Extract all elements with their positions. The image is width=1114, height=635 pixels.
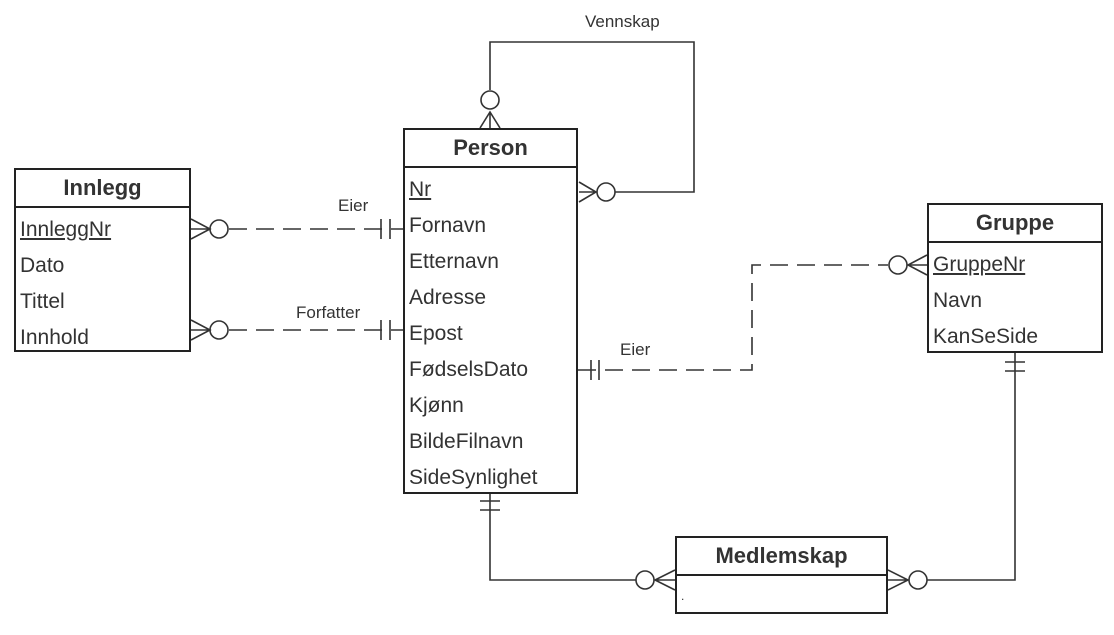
attribute-primary-key: InnleggNr bbox=[20, 218, 112, 241]
vennskap-line bbox=[489, 41, 695, 193]
attribute: Fornavn bbox=[409, 214, 487, 237]
entity-person[interactable]: Person Nr Fornavn Etternavn Adresse Epos… bbox=[403, 128, 578, 494]
attribute: SideSynlighet bbox=[409, 466, 538, 489]
person-medlemskap-bars bbox=[480, 500, 500, 511]
attribute: KanSeSide bbox=[933, 325, 1039, 348]
entity-title: Person bbox=[405, 130, 576, 168]
person-medlemskap-circle bbox=[635, 570, 655, 590]
gruppe-medlemskap-line bbox=[927, 353, 1016, 581]
attribute: Adresse bbox=[409, 286, 487, 309]
forfatter-crowsfoot bbox=[190, 319, 212, 341]
attribute-list: InnleggNr Dato Tittel Innhold bbox=[16, 208, 189, 360]
gruppe-eier-bars bbox=[590, 360, 600, 380]
attribute: FødselsDato bbox=[409, 358, 529, 381]
vennskap-crowsfoot-top bbox=[479, 110, 501, 129]
vennskap-circle-top bbox=[480, 90, 500, 110]
innlegg-eier-crowsfoot bbox=[190, 218, 212, 240]
attribute-primary-key: Nr bbox=[409, 178, 432, 201]
forfatter-bars bbox=[380, 320, 391, 340]
attribute-placeholder: . bbox=[681, 589, 685, 603]
entity-innlegg[interactable]: Innlegg InnleggNr Dato Tittel Innhold bbox=[14, 168, 191, 352]
gruppe-eier-label: Eier bbox=[620, 340, 651, 359]
innlegg-eier-bars bbox=[380, 219, 391, 239]
innlegg-eier-circle bbox=[209, 219, 229, 239]
vennskap-label: Vennskap bbox=[585, 12, 660, 31]
entity-title: Innlegg bbox=[16, 170, 189, 208]
gruppe-eier-crowsfoot bbox=[906, 254, 928, 276]
attribute: BildeFilnavn bbox=[409, 430, 524, 453]
gruppe-eier-circle bbox=[888, 255, 908, 275]
gruppe-eier-line bbox=[578, 264, 888, 371]
entity-title: Medlemskap bbox=[677, 538, 886, 576]
entity-gruppe[interactable]: Gruppe GruppeNr Navn KanSeSide bbox=[927, 203, 1103, 353]
attribute: Kjønn bbox=[409, 394, 464, 417]
attribute-list: GruppeNr Navn KanSeSide bbox=[929, 243, 1101, 359]
attribute: Innhold bbox=[20, 326, 89, 349]
gruppe-medlemskap-bars bbox=[1005, 361, 1025, 372]
attribute: Navn bbox=[933, 289, 983, 312]
attribute: Epost bbox=[409, 322, 463, 345]
attribute: Tittel bbox=[20, 290, 65, 313]
attribute: Dato bbox=[20, 254, 65, 277]
vennskap-crowsfoot-right bbox=[578, 181, 598, 203]
attribute-list: . bbox=[677, 576, 886, 606]
forfatter-label: Forfatter bbox=[296, 303, 361, 322]
person-medlemskap-crowsfoot bbox=[653, 569, 676, 591]
attribute: Etternavn bbox=[409, 250, 499, 273]
gruppe-medlemskap-circle bbox=[908, 570, 928, 590]
attribute-list: Nr Fornavn Etternavn Adresse Epost Fødse… bbox=[405, 168, 576, 500]
entity-title: Gruppe bbox=[929, 205, 1101, 243]
vennskap-circle-right bbox=[596, 182, 616, 202]
person-medlemskap-line bbox=[489, 494, 636, 581]
attribute-primary-key: GruppeNr bbox=[933, 253, 1026, 276]
innlegg-eier-label: Eier bbox=[338, 196, 369, 215]
gruppe-medlemskap-crowsfoot bbox=[887, 569, 910, 591]
entity-medlemskap[interactable]: Medlemskap . bbox=[675, 536, 888, 614]
forfatter-circle bbox=[209, 320, 229, 340]
